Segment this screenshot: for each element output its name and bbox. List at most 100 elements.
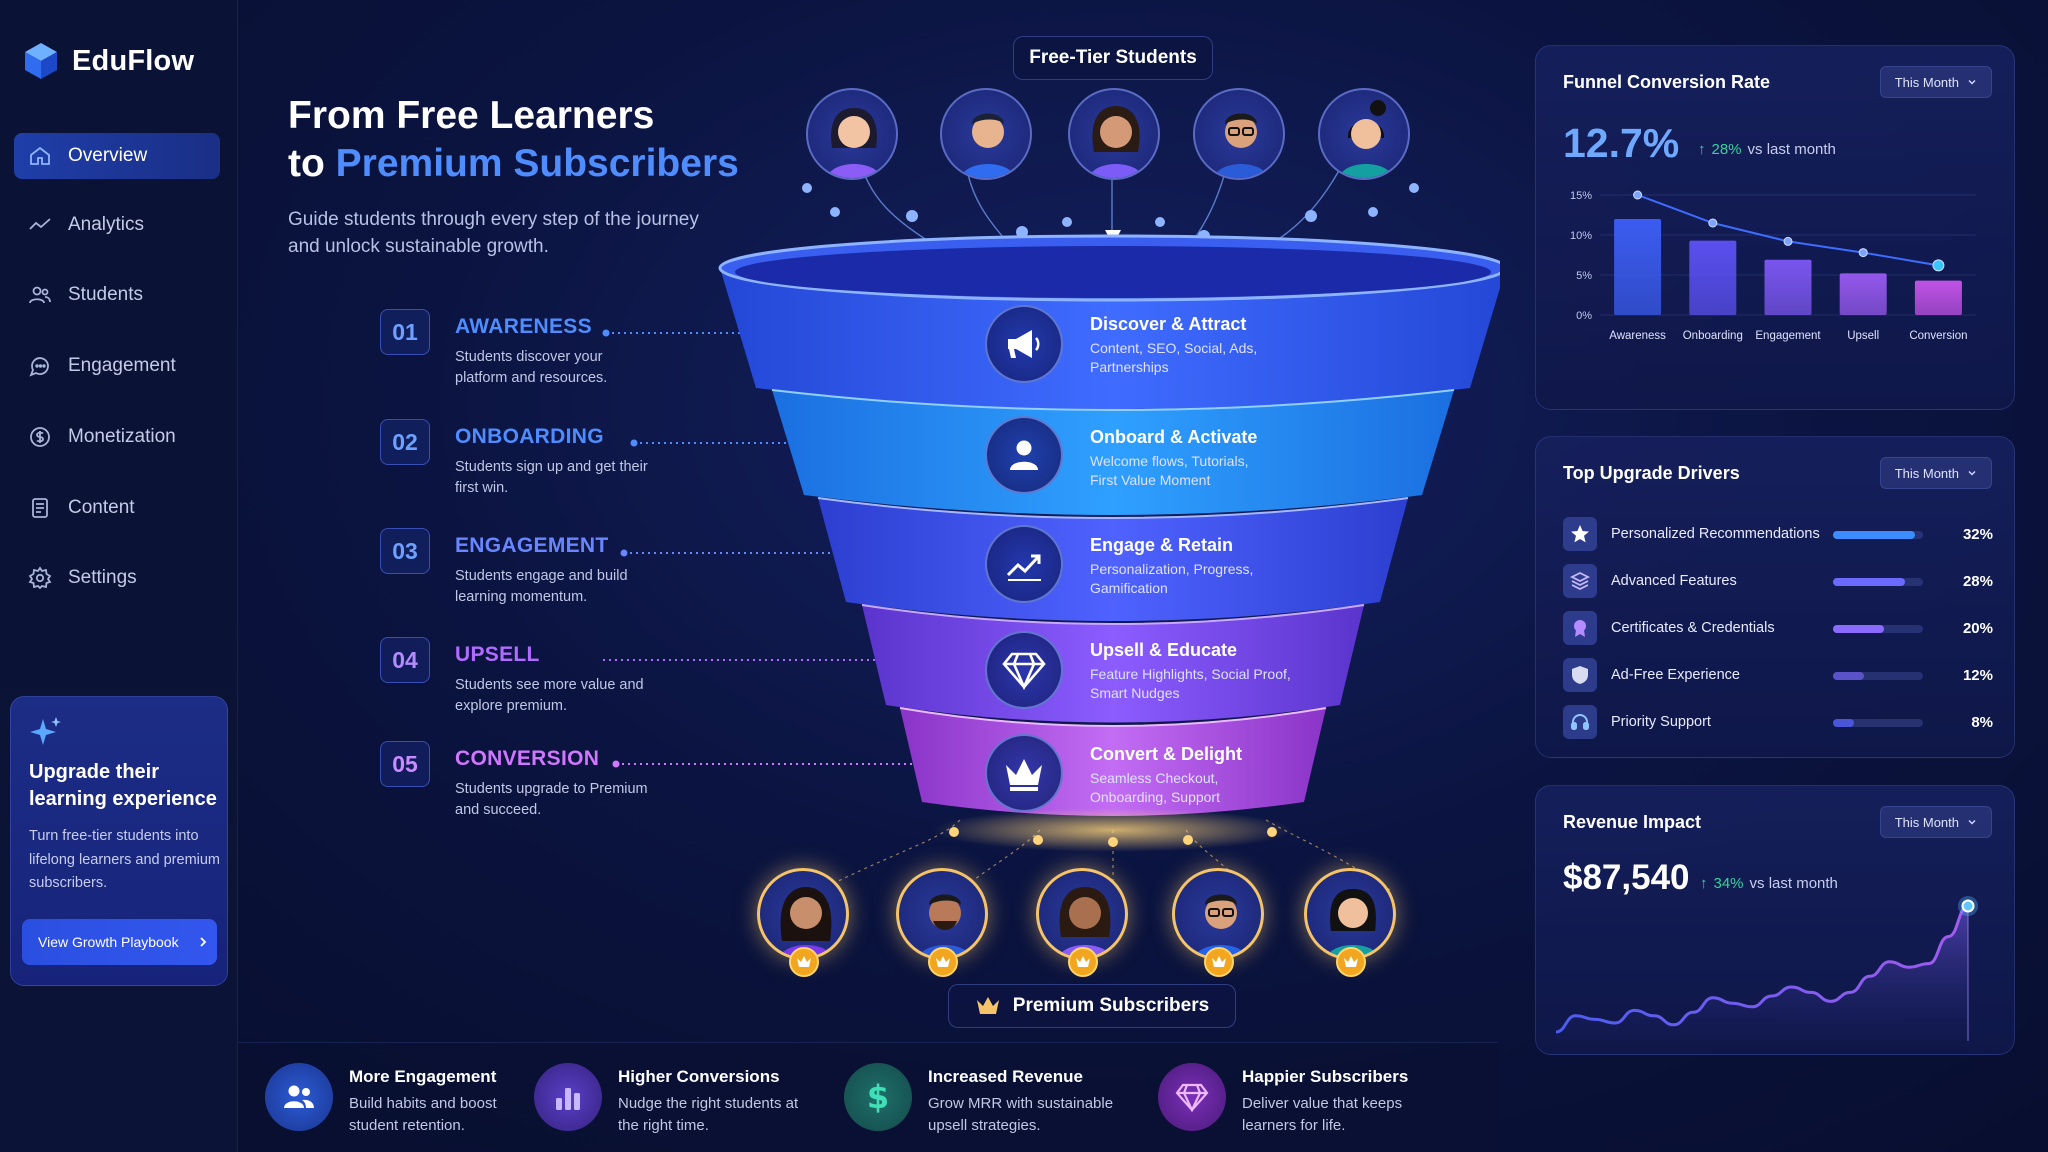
svg-text:$: $ bbox=[867, 1078, 889, 1116]
driver-bar-fill bbox=[1833, 719, 1854, 727]
funnel-band-upsell[interactable] bbox=[862, 605, 1364, 723]
driver-row[interactable]: Certificates & Credentials 20% bbox=[1563, 611, 1993, 647]
sidebar: EduFlow Overview Analytics Students Enga… bbox=[0, 0, 238, 1152]
step-description: Students discover your platform and reso… bbox=[455, 349, 608, 386]
bar bbox=[1689, 240, 1737, 315]
home-icon bbox=[30, 146, 50, 165]
driver-row[interactable]: Ad-Free Experience 12% bbox=[1563, 658, 1993, 694]
band-title: Convert & Delight bbox=[1090, 744, 1243, 764]
driver-bar-track bbox=[1833, 719, 1923, 727]
upgrade-card-title: Upgrade their learning experience bbox=[29, 761, 217, 810]
band-title: Discover & Attract bbox=[1090, 314, 1247, 334]
band-subtitle: Personalization, Progress, Gamification bbox=[1090, 561, 1254, 596]
funnel-band-onboarding[interactable] bbox=[772, 390, 1454, 515]
view-growth-playbook-button[interactable]: View Growth Playbook bbox=[22, 919, 217, 965]
upgrade-card: Upgrade their learning experience Turn f… bbox=[10, 696, 228, 986]
driver-percent: 28% bbox=[1962, 573, 1993, 590]
sidebar-item-engagement[interactable]: Engagement bbox=[14, 343, 220, 389]
y-tick-label: 5% bbox=[1576, 270, 1592, 282]
benefit-title: Increased Revenue bbox=[928, 1067, 1083, 1086]
premium-subscriber-avatar bbox=[1172, 868, 1264, 960]
delta-value: 34% bbox=[1713, 875, 1744, 892]
sidebar-item-settings[interactable]: Settings bbox=[14, 555, 220, 601]
star-icon bbox=[1563, 517, 1597, 551]
x-tick-label: Awareness bbox=[1609, 330, 1666, 342]
cube-logo-icon bbox=[25, 43, 57, 79]
step-description: Students sign up and get their first win… bbox=[455, 459, 648, 496]
sidebar-item-content[interactable]: Content bbox=[14, 485, 220, 531]
benefit-description: Deliver value that keeps learners for li… bbox=[1242, 1095, 1403, 1134]
conversion-rate-value: 12.7% bbox=[1563, 120, 1680, 166]
app-logo[interactable]: EduFlow bbox=[24, 42, 194, 80]
sidebar-item-analytics[interactable]: Analytics bbox=[14, 202, 220, 248]
sidebar-item-label: Overview bbox=[68, 145, 148, 166]
users-icon bbox=[265, 1063, 333, 1131]
premium-subscribers-label-text: Premium Subscribers bbox=[1012, 995, 1210, 1016]
diamond-icon bbox=[1158, 1063, 1226, 1131]
funnel-conversion-panel: Funnel Conversion Rate This Month 12.7% … bbox=[1535, 45, 2015, 410]
driver-row[interactable]: Advanced Features 28% bbox=[1563, 564, 1993, 600]
band-engage: Engage & Retain Personalization, Progres… bbox=[1090, 535, 1270, 598]
driver-bar-track bbox=[1833, 531, 1923, 539]
step-number: 04 bbox=[380, 637, 430, 683]
driver-bar-track bbox=[1833, 672, 1923, 680]
dollar-sign-icon: $ bbox=[844, 1063, 912, 1131]
analytics-icon bbox=[29, 218, 51, 230]
sidebar-item-overview[interactable]: Overview bbox=[14, 133, 220, 179]
premium-subscriber-avatar bbox=[1036, 868, 1128, 960]
dollar-icon bbox=[30, 427, 50, 447]
driver-row[interactable]: Priority Support 8% bbox=[1563, 705, 1993, 741]
step-description: Students see more value and explore prem… bbox=[455, 677, 644, 714]
funnel-band-engagement[interactable] bbox=[818, 498, 1408, 621]
band-onboard: Onboard & Activate Welcome flows, Tutori… bbox=[1090, 427, 1265, 490]
period-dropdown[interactable]: This Month bbox=[1879, 66, 1992, 98]
sidebar-item-students[interactable]: Students bbox=[14, 272, 220, 318]
step-number: 05 bbox=[380, 741, 430, 787]
conversion-funnel bbox=[718, 149, 1500, 891]
driver-label: Personalized Recommendations bbox=[1611, 526, 1820, 542]
y-tick-label: 10% bbox=[1570, 230, 1592, 242]
students-icon bbox=[29, 286, 51, 304]
band-subtitle: Feature Highlights, Social Proof, Smart … bbox=[1090, 666, 1291, 701]
trend-point bbox=[1633, 190, 1643, 200]
revenue-area bbox=[1556, 906, 1968, 1041]
x-tick-label: Engagement bbox=[1755, 330, 1821, 342]
step-title: ONBOARDING bbox=[455, 425, 604, 448]
delta-value: 28% bbox=[1711, 141, 1742, 158]
crown-icon bbox=[976, 997, 999, 1014]
delta-suffix: vs last month bbox=[1749, 875, 1838, 892]
bar bbox=[1839, 273, 1887, 315]
crown-badge-icon bbox=[928, 947, 958, 977]
trend-point bbox=[1708, 218, 1718, 228]
trend-up-icon bbox=[985, 525, 1063, 603]
chevron-down-icon bbox=[1968, 470, 1976, 476]
step-title: CONVERSION bbox=[455, 747, 600, 770]
free-tier-label: Free-Tier Students bbox=[1013, 36, 1213, 80]
band-subtitle: Content, SEO, Social, Ads, Partnerships bbox=[1090, 340, 1258, 375]
revenue-line bbox=[1556, 904, 1969, 1034]
megaphone-icon bbox=[985, 305, 1063, 383]
free-student-avatar bbox=[1068, 88, 1160, 180]
trend-point bbox=[1783, 236, 1793, 246]
sidebar-item-monetization[interactable]: Monetization bbox=[14, 414, 220, 460]
driver-row[interactable]: Personalized Recommendations 32% bbox=[1563, 517, 1993, 553]
period-dropdown[interactable]: This Month bbox=[1879, 806, 1992, 838]
premium-subscribers-label: Premium Subscribers bbox=[948, 984, 1236, 1028]
crown-badge-icon bbox=[1204, 947, 1234, 977]
upgrade-card-description: Turn free-tier students into lifelong le… bbox=[29, 828, 221, 891]
band-convert: Convert & Delight Seamless Checkout, Onb… bbox=[1090, 744, 1265, 807]
button-label: View Growth Playbook bbox=[38, 934, 179, 950]
period-dropdown[interactable]: This Month bbox=[1879, 457, 1992, 489]
panel-title: Funnel Conversion Rate bbox=[1563, 72, 1771, 92]
diamond-icon bbox=[985, 631, 1063, 709]
gear-icon bbox=[28, 566, 52, 590]
premium-subscriber-avatar bbox=[757, 868, 849, 960]
sparkle-icon bbox=[30, 717, 61, 745]
chevron-down-icon bbox=[1968, 79, 1976, 85]
dropdown-value: This Month bbox=[1894, 814, 1959, 830]
bar bbox=[1614, 219, 1662, 315]
benefits-strip: More Engagement Build habits and boost s… bbox=[238, 1042, 1498, 1152]
arrow-up-icon: ↑ bbox=[1700, 875, 1708, 892]
sidebar-item-label: Engagement bbox=[68, 355, 176, 376]
sidebar-item-label: Content bbox=[68, 497, 135, 518]
